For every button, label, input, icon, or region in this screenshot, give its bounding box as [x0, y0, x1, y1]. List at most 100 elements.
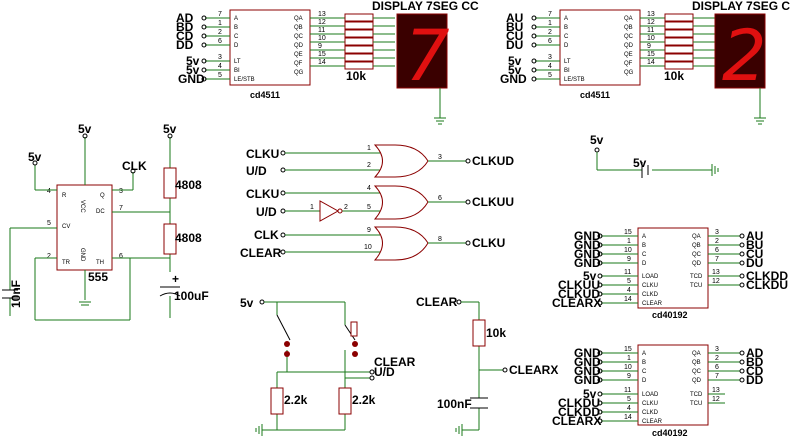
pin-name: QD — [692, 261, 702, 267]
pin-number: 2 — [367, 162, 371, 169]
pin-name: QD — [692, 378, 702, 384]
resistor — [270, 387, 284, 415]
pin-number: 7 — [715, 256, 719, 263]
pin-name: QA — [692, 351, 701, 357]
input-label-lt: 5v — [186, 54, 200, 68]
counter-input-label: CLEARX — [552, 414, 601, 428]
pin-name: LOAD — [642, 274, 659, 280]
pin-number: 6 — [218, 38, 222, 45]
counter-input-label: CLKDD — [558, 405, 600, 419]
pin-number: 1 — [627, 238, 631, 245]
pin-number: 10 — [624, 364, 632, 371]
counter-input-label: GND — [574, 238, 601, 252]
resistor-r1 — [163, 167, 177, 199]
pin-name: LT — [234, 59, 241, 65]
pin-number: 4 — [218, 63, 222, 70]
pin-number: 3 — [438, 154, 442, 161]
input-label-d: DD — [176, 38, 194, 52]
counter-output-label: CLKDD — [746, 269, 788, 283]
pin-number: 5 — [627, 278, 631, 285]
resistor-label: 4808 — [175, 231, 202, 245]
counter-output-label: CD — [746, 364, 764, 378]
pin-name: BI — [234, 68, 240, 74]
pin-name: TCD — [690, 392, 703, 398]
pin-number: 9 — [627, 256, 631, 263]
pin-number: 6 — [715, 364, 719, 371]
pin-number: 14 — [624, 414, 632, 421]
pin-number: 4 — [627, 287, 631, 294]
pin-name: B — [642, 243, 646, 249]
pin-number: 5 — [47, 220, 51, 227]
battery: 5v 5v — [590, 133, 719, 178]
pin-number: 5 — [367, 204, 371, 211]
pin-name: A — [564, 16, 568, 22]
input-label-b: BU — [506, 20, 523, 34]
pin-number: 3 — [218, 54, 222, 61]
seven-segment-display: 7 — [396, 13, 450, 97]
pin-name: Q — [100, 193, 105, 199]
pin-number: 9 — [318, 43, 322, 50]
pin-number: 10 — [647, 35, 655, 42]
pin-name: QF — [624, 61, 633, 67]
switch-output-label: CLEAR — [374, 355, 416, 369]
pin-name: QC — [692, 252, 702, 258]
switch-output-label: U/D — [374, 365, 395, 379]
pin-number: 4 — [47, 188, 51, 195]
pin-name: TR — [62, 260, 71, 266]
gate-input-label: CLKU — [246, 187, 279, 201]
part-label: cd4511 — [580, 90, 610, 100]
pin-number: 2 — [218, 29, 222, 36]
pin-number: 15 — [318, 51, 326, 58]
counter-input-label: GND — [574, 229, 601, 243]
clk-label: CLK — [122, 159, 147, 173]
pin-name: QC — [624, 34, 634, 40]
pin-number: 15 — [647, 51, 655, 58]
pin-number: 11 — [318, 27, 325, 34]
pin-number: 11 — [624, 387, 631, 394]
switch-circuit: 5v CLEAR U/D 2.2k 2.2k — [240, 296, 416, 436]
pin-number: 9 — [647, 43, 651, 50]
input-label-c: CD — [176, 29, 194, 43]
pin-name: D — [564, 43, 569, 49]
pin-name: QF — [294, 61, 303, 67]
part-label: cd40192 — [652, 310, 688, 320]
pin-number: 10 — [318, 35, 326, 42]
pin-number: 15 — [624, 346, 632, 353]
pin-number: 2 — [715, 355, 719, 362]
counter-output-label: AU — [746, 229, 763, 243]
gate-input-label: U/D — [256, 205, 277, 219]
pin-name: LOAD — [642, 392, 659, 398]
resistor-label: 10k — [486, 326, 506, 340]
or-gate — [373, 144, 429, 178]
pin-number: 1 — [218, 20, 222, 27]
resistor — [338, 387, 352, 415]
pin-name: QD — [294, 43, 304, 49]
pin-number: 7 — [119, 205, 123, 212]
pin-number: 3 — [715, 346, 719, 353]
pin-name: B — [642, 360, 646, 366]
pin-name: QE — [624, 52, 633, 58]
pin-name: A — [642, 351, 646, 357]
gate-input-label: CLKU — [246, 147, 279, 161]
pin-number: 6 — [715, 247, 719, 254]
pin-name: GND — [79, 248, 85, 262]
part-label: cd40192 — [652, 428, 688, 438]
display-title: DISPLAY 7SEG CC — [372, 0, 479, 13]
pin-name: LE/STB — [564, 77, 585, 83]
pin-name: QD — [624, 43, 634, 49]
supply-label: 5v — [163, 122, 177, 136]
pin-name: TH — [96, 260, 104, 266]
pin-name: C — [642, 252, 647, 258]
seven-segment-display: 2 — [714, 13, 767, 97]
counter-input-label: CLKDU — [558, 396, 600, 410]
pin-name: C — [642, 369, 647, 375]
pin-number: 1 — [627, 355, 631, 362]
capacitor-label: 100nF — [437, 397, 472, 411]
part-label: cd4511 — [250, 90, 280, 100]
pin-name: QB — [692, 360, 701, 366]
pin-number: 11 — [624, 269, 631, 276]
pin-number: 1 — [548, 20, 552, 27]
pin-name: BI — [564, 68, 570, 74]
pin-name: DC — [96, 209, 105, 215]
